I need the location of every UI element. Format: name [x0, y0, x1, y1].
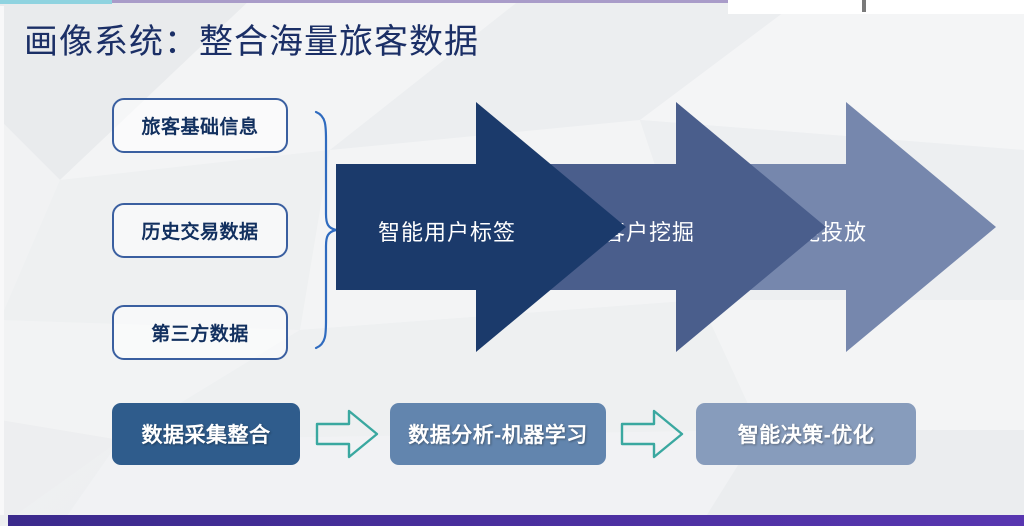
top-accent-line-purple — [112, 0, 728, 3]
arrow-right-outline-icon — [620, 408, 684, 460]
source-box-third-party-data[interactable]: 第三方数据 — [112, 305, 288, 360]
pipeline-step-data-analysis-ml[interactable]: 数据分析-机器学习 — [390, 403, 606, 465]
pipeline-step-label: 数据采集整合 — [141, 424, 271, 447]
arrow-right-outline-icon — [315, 408, 379, 460]
top-white-strip — [728, 0, 1024, 14]
source-box-label: 第三方数据 — [151, 324, 249, 345]
page-title: 画像系统：整合海量旅客数据 — [24, 23, 479, 61]
left-edge-strip — [0, 6, 4, 515]
source-box-label: 历史交易数据 — [141, 222, 259, 243]
bottom-accent-bar — [8, 515, 1024, 526]
top-accent-line-cyan — [0, 0, 112, 4]
pipeline-step-smart-decision-optimization[interactable]: 智能决策-优化 — [696, 403, 916, 465]
pipeline-step-data-collection[interactable]: 数据采集整合 — [112, 403, 300, 465]
source-box-transaction-history[interactable]: 历史交易数据 — [112, 203, 288, 258]
text-cursor-artifact — [862, 0, 866, 12]
source-box-label: 旅客基础信息 — [141, 117, 259, 138]
source-box-passenger-basic-info[interactable]: 旅客基础信息 — [112, 98, 288, 153]
process-chevron-smart-user-tags[interactable]: 智能用户标签 — [336, 102, 626, 352]
pipeline-step-label: 数据分析-机器学习 — [408, 424, 588, 447]
pipeline-step-label: 智能决策-优化 — [737, 424, 875, 447]
